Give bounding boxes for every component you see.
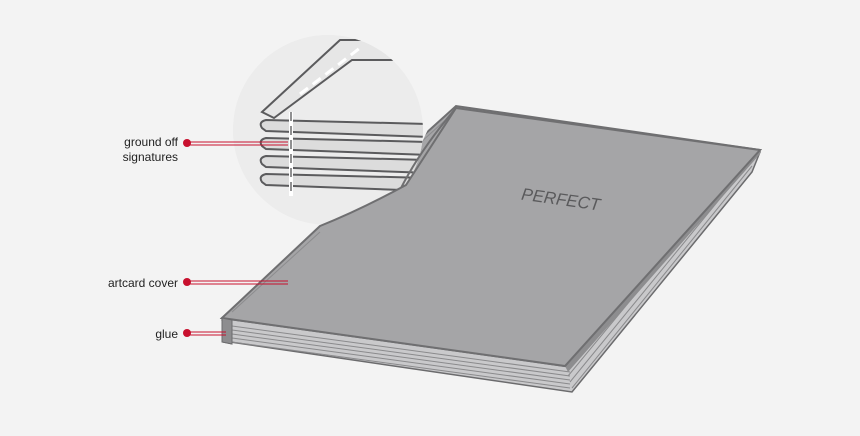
label-line: ground off: [124, 135, 178, 149]
label-ground-off-signatures: ground off signatures: [100, 135, 178, 165]
callout-artcard: [183, 278, 288, 286]
callout-glue: [183, 329, 226, 337]
marker-dot: [183, 139, 191, 147]
marker-dot: [183, 278, 191, 286]
label-line: signatures: [122, 150, 178, 164]
callout-ground-off: [183, 139, 288, 147]
label-artcard-cover: artcard cover: [107, 276, 178, 290]
marker-dot: [183, 329, 191, 337]
cover-visible: [219, 106, 763, 368]
signatures-closeup-front: [259, 39, 423, 196]
label-glue: glue: [155, 327, 178, 341]
